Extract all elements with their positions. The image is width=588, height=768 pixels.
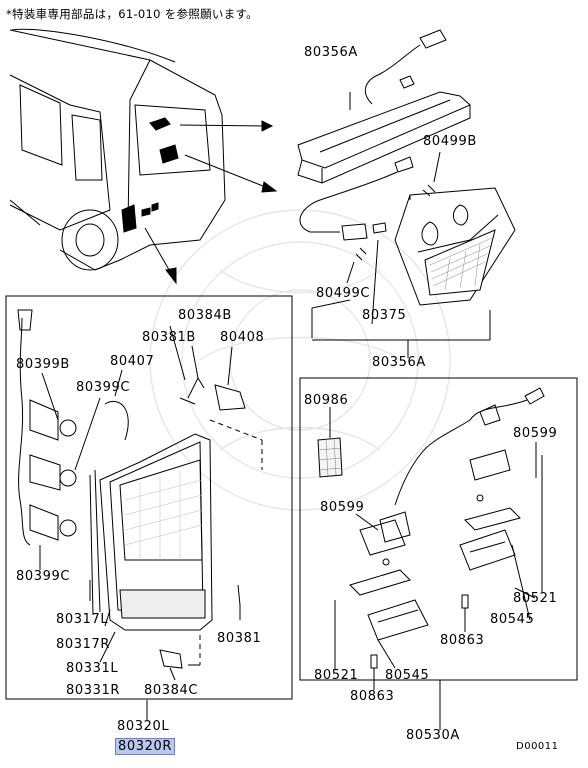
license-lamp-assembly xyxy=(349,387,545,669)
tail-lamp-leaders xyxy=(39,325,241,681)
reflector xyxy=(317,407,343,478)
part-label-80407[interactable]: 80407 xyxy=(110,354,155,369)
part-label-80399C-lower[interactable]: 80399C xyxy=(16,569,71,584)
license-lamp-frame xyxy=(299,377,578,681)
high-mount-stop-lamp xyxy=(297,29,471,241)
part-label-80499B[interactable]: 80499B xyxy=(423,134,477,149)
part-label-80408[interactable]: 80408 xyxy=(220,330,265,345)
part-label-80320L[interactable]: 80320L xyxy=(117,719,170,734)
part-label-80381B[interactable]: 80381B xyxy=(142,330,196,345)
tail-lamp-assembly xyxy=(89,376,263,669)
part-label-80320R[interactable]: 80320R xyxy=(115,738,175,755)
part-label-80863-left[interactable]: 80863 xyxy=(350,689,395,704)
part-label-80986[interactable]: 80986 xyxy=(304,393,349,408)
part-label-80545-left[interactable]: 80545 xyxy=(385,668,430,683)
part-label-80356A-top[interactable]: 80356A xyxy=(304,45,358,60)
tail-lamp-harness xyxy=(17,309,77,546)
part-label-80356A-bottom[interactable]: 80356A xyxy=(372,355,426,370)
part-label-80521-left[interactable]: 80521 xyxy=(314,668,359,683)
part-label-80530A[interactable]: 80530A xyxy=(406,728,460,743)
part-label-80384B[interactable]: 80384B xyxy=(178,308,232,323)
highlighted-part-80320R[interactable]: 80320R xyxy=(115,738,175,755)
tail-lamp-frame xyxy=(5,295,293,700)
part-label-80317L[interactable]: 80317L xyxy=(56,612,109,627)
part-label-80331R[interactable]: 80331R xyxy=(66,683,120,698)
vehicle-outline xyxy=(9,28,226,271)
diagram-code: D00011 xyxy=(516,741,559,752)
lamp-housing xyxy=(355,187,516,306)
part-label-80599-right[interactable]: 80599 xyxy=(513,426,558,441)
part-label-80599-left[interactable]: 80599 xyxy=(320,500,365,515)
pointer-arrows xyxy=(144,120,278,285)
part-label-80381[interactable]: 80381 xyxy=(217,631,262,646)
special-vehicle-note: *特装車専用部品は，61-010 を参照願います。 xyxy=(6,7,258,21)
part-label-80375[interactable]: 80375 xyxy=(362,308,407,323)
part-label-80399C-upper[interactable]: 80399C xyxy=(76,380,131,395)
bracket-line xyxy=(311,299,351,338)
part-label-80317R[interactable]: 80317R xyxy=(56,637,110,652)
part-label-80384C[interactable]: 80384C xyxy=(144,683,199,698)
part-label-80521-right[interactable]: 80521 xyxy=(513,591,558,606)
part-label-80399B[interactable]: 80399B xyxy=(16,357,70,372)
part-label-80331L[interactable]: 80331L xyxy=(66,661,119,676)
license-lamp-leaders xyxy=(334,442,543,690)
part-label-80499C[interactable]: 80499C xyxy=(316,286,371,301)
part-label-80863-right[interactable]: 80863 xyxy=(440,633,485,648)
part-label-80545-right[interactable]: 80545 xyxy=(490,612,535,627)
